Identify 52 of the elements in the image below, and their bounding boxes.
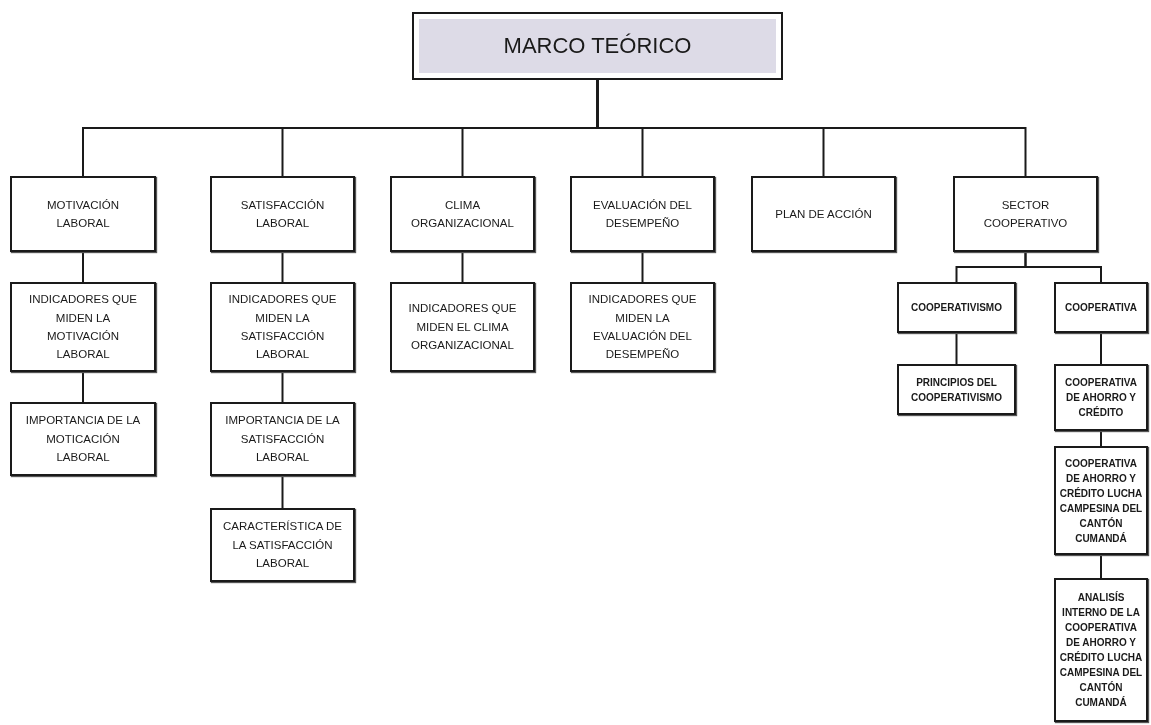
topic-box	[10, 402, 156, 476]
connector-line	[955, 332, 958, 365]
box-label: PLAN DE ACCIÓN	[775, 206, 872, 222]
box-label: ANALISÍS INTERNO DE LA COOPERATIVA DE AHORRO Y CRÉDITO LUCHA CAMPESINA DEL CANTÓN CUMANDÁ	[1059, 590, 1143, 710]
box-label: IMPORTANCIA DE LA SATISFACCIÓN LABORAL	[224, 413, 341, 466]
topic-box	[210, 508, 355, 582]
box-label: INDICADORES QUE MIDEN LA SATISFACCIÓN LABORAL	[227, 292, 338, 363]
topic-box	[1054, 364, 1148, 431]
topic-box	[751, 176, 896, 252]
box-label: COOPERATIVA DE AHORRO Y CRÉDITO	[1064, 376, 1138, 420]
topic-box	[953, 176, 1098, 252]
topic-box	[897, 282, 1016, 333]
topic-box	[570, 282, 715, 372]
box-label: COOPERATIVA DE AHORRO Y CRÉDITO LUCHA CAMPESINA DEL CANTÓN CUMANDÁ	[1059, 456, 1143, 546]
box-label: INDICADORES QUE MIDEN LA EVALUACIÓN DEL DESEMPEÑO	[587, 292, 698, 363]
box-label: SECTOR COOPERATIVO	[982, 197, 1069, 231]
box-label: SATISFACCIÓN LABORAL	[239, 197, 326, 231]
connector-line	[1100, 332, 1102, 365]
box-label: INDICADORES QUE MIDEN LA MOTIVACIÓN LABORAL	[28, 292, 138, 363]
box-label: COOPERATIVA	[1065, 301, 1137, 315]
topic-box	[10, 176, 156, 252]
connector-line	[641, 251, 644, 283]
connector-line	[1100, 554, 1102, 579]
connector-line	[1100, 430, 1102, 447]
box-label: IMPORTANCIA DE LA MOTICACIÓN LABORAL	[24, 413, 142, 466]
box-label: CLIMA ORGANIZACIONAL	[410, 197, 515, 231]
topic-box	[210, 282, 355, 372]
topic-box	[210, 176, 355, 252]
topic-box	[1054, 578, 1148, 722]
box-label: PRINCIPIOS DEL COOPERATIVISMO	[910, 375, 1003, 405]
connector-line	[281, 475, 284, 509]
box-label: COOPERATIVISMO	[911, 301, 1002, 315]
topic-box	[1054, 282, 1148, 333]
connector-line	[82, 371, 84, 403]
topic-box	[570, 176, 715, 252]
connector-line	[82, 251, 84, 283]
connector-line	[281, 371, 284, 403]
title-box	[412, 12, 783, 80]
box-label: EVALUACIÓN DEL DESEMPEÑO	[592, 197, 693, 231]
topic-box	[390, 282, 535, 372]
connector-line	[1024, 251, 1102, 283]
topic-box	[897, 364, 1016, 415]
connector-line	[461, 251, 464, 283]
box-label: MARCO TEÓRICO	[503, 32, 692, 60]
connector-line	[281, 251, 284, 283]
box-label: MOTIVACIÓN LABORAL	[46, 197, 120, 231]
topic-box	[390, 176, 535, 252]
box-label: INDICADORES QUE MIDEN EL CLIMA ORGANIZACIONAL	[407, 301, 518, 354]
topic-box	[210, 402, 355, 476]
topic-box	[10, 282, 156, 372]
box-label: CARACTERÍSTICA DE LA SATISFACCIÓN LABORAL	[222, 519, 343, 572]
topic-box	[1054, 446, 1148, 555]
